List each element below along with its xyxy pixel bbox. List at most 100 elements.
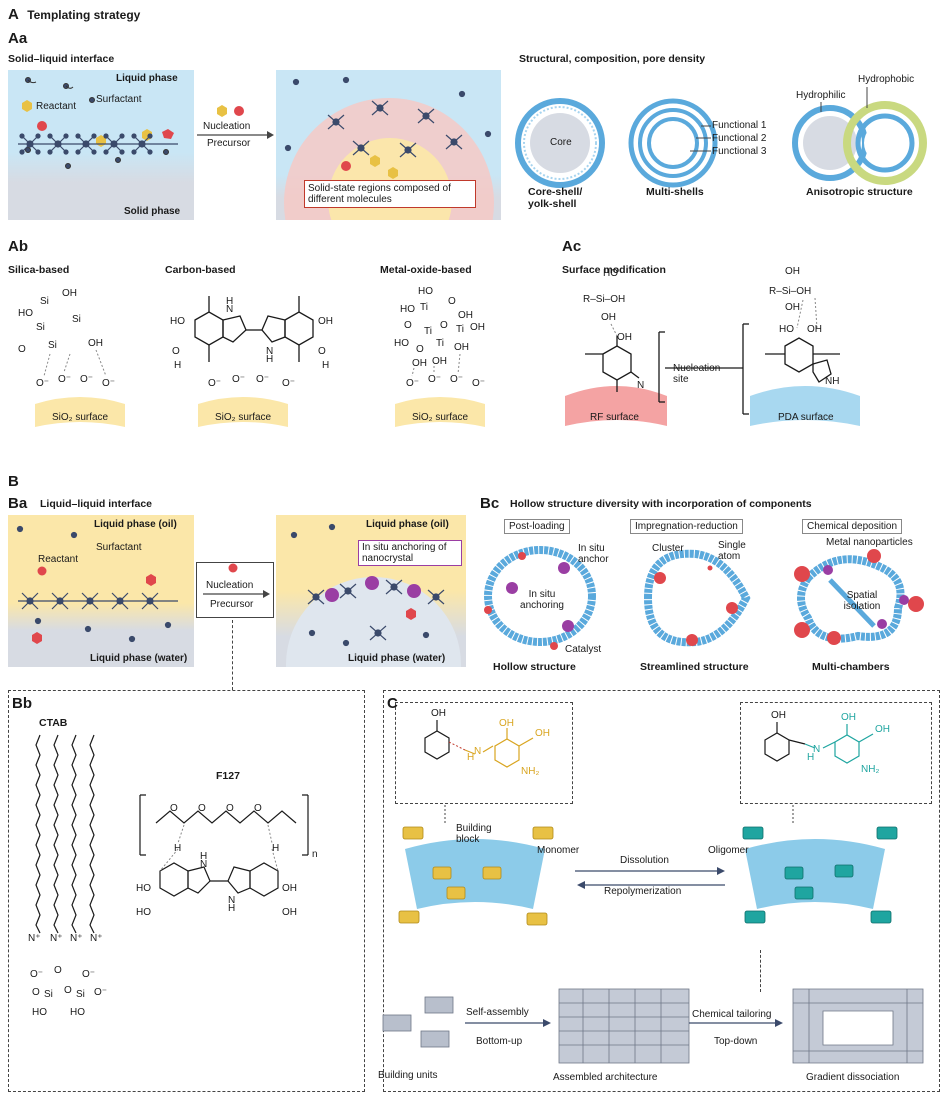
svg-text:O⁻: O⁻: [58, 374, 71, 385]
oligomer-label: Oligomer: [708, 845, 749, 856]
svg-text:Si: Si: [44, 989, 53, 1000]
assembled-label: Assembled architecture: [553, 1072, 658, 1083]
ba-oil-label-right: Liquid phase (oil): [366, 519, 449, 530]
svg-text:HO: HO: [394, 338, 409, 349]
single-atom-label: Single atom: [718, 540, 746, 562]
c-assembly-scene: [382, 988, 924, 1064]
svg-text:O: O: [416, 344, 424, 355]
svg-text:N⁺: N⁺: [90, 933, 103, 944]
ba-left-molecules: [16, 525, 178, 644]
svg-text:N⁺: N⁺: [70, 933, 83, 944]
svg-text:O⁻: O⁻: [450, 374, 463, 385]
ba-water-label-right: Liquid phase (water): [348, 653, 446, 664]
hydrophobic-label: Hydrophobic: [858, 74, 915, 85]
svg-text:OH: OH: [807, 324, 822, 335]
svg-text:OH: OH: [470, 322, 485, 333]
metal-oxide-title: Metal-oxide-based: [380, 264, 472, 276]
svg-text:OH: OH: [432, 356, 447, 367]
svg-text:Ti: Ti: [420, 302, 428, 313]
svg-text:HO: HO: [603, 268, 618, 279]
svg-text:NH: NH: [825, 376, 839, 387]
svg-text:OH: OH: [454, 342, 469, 353]
svg-text:O: O: [440, 320, 448, 331]
svg-text:Ti: Ti: [436, 338, 444, 349]
aa-solid-state-note: Solid-state regions composed of differen…: [304, 180, 476, 208]
ba-nucleation-label: Nucleation: [206, 580, 254, 591]
svg-text:O: O: [64, 985, 72, 996]
rf-surface-label: RF surface: [590, 412, 639, 423]
svg-text:OH: OH: [412, 358, 427, 369]
ab-surface-label-3: SiO₂ surface: [412, 412, 469, 423]
ba-reactant-label: Reactant: [38, 554, 79, 565]
panel-ba-label: Ba: [8, 495, 28, 512]
svg-text:OH: OH: [875, 724, 890, 735]
aa-structure-title: Structural, composition, pore density: [519, 53, 706, 65]
aa-reactant-label: Reactant: [36, 101, 77, 112]
aa-nucleation-label: Nucleation: [203, 121, 251, 132]
svg-text:H: H: [228, 903, 235, 914]
functional-3-label: Functional 3: [712, 146, 767, 157]
anisotropic-caption: Anisotropic structure: [806, 186, 913, 198]
svg-text:N: N: [474, 746, 481, 757]
panel-b-label: B: [8, 473, 19, 490]
svg-text:O⁻: O⁻: [102, 378, 115, 389]
svg-text:HO: HO: [170, 316, 185, 327]
svg-text:HO: HO: [32, 1007, 47, 1018]
svg-text:OH: OH: [282, 907, 297, 918]
panel-bb-label: Bb: [12, 695, 32, 712]
svg-text:N⁺: N⁺: [28, 933, 41, 944]
ba-precursor-label: Precursor: [210, 599, 254, 610]
monomer-label: Monomer: [537, 845, 580, 856]
dissolution-label: Dissolution: [620, 855, 669, 866]
svg-text:OH: OH: [771, 710, 786, 721]
gradient-label: Gradient dissociation: [806, 1072, 900, 1083]
aa-liquid-phase-label: Liquid phase: [116, 73, 178, 84]
svg-text:OH: OH: [617, 332, 632, 343]
impregnation-tag: Impregnation-reduction: [630, 519, 743, 534]
aa-structures: [515, 87, 927, 188]
in-situ-anchoring-label: In situ anchoring: [520, 589, 564, 611]
svg-text:N: N: [266, 346, 273, 357]
svg-text:R–Si–OH: R–Si–OH: [769, 286, 811, 297]
svg-text:OH: OH: [458, 310, 473, 321]
svg-text:Ti: Ti: [424, 326, 432, 337]
svg-text:HO: HO: [18, 308, 33, 319]
aa-solid-phase-label: Solid phase: [124, 206, 181, 217]
hydrophilic-label: Hydrophilic: [796, 90, 846, 101]
spatial-isolation-label: Spatial isolation: [843, 590, 881, 612]
streamlined-caption: Streamlined structure: [640, 661, 749, 673]
svg-text:N: N: [813, 744, 820, 755]
bc-title: Hollow structure diversity with incorpor…: [510, 498, 812, 510]
ab-surface-label-2: SiO₂ surface: [215, 412, 272, 423]
pda-surface-label: PDA surface: [778, 412, 834, 423]
catalyst-label: Catalyst: [565, 644, 602, 655]
svg-text:n: n: [312, 849, 318, 860]
svg-text:N: N: [226, 304, 233, 315]
svg-text:HO: HO: [70, 1007, 85, 1018]
ba-anchoring-note: In situ anchoring of nanocrystal: [358, 540, 462, 566]
chemical-tailoring-label: Chemical tailoring: [692, 1009, 772, 1020]
svg-text:O: O: [172, 346, 180, 357]
nucleation-site-label: Nucleation site: [673, 363, 721, 385]
svg-text:O: O: [226, 803, 234, 814]
svg-text:O⁻: O⁻: [472, 378, 485, 389]
svg-text:OH: OH: [785, 266, 800, 277]
svg-text:H: H: [174, 843, 181, 854]
svg-text:H: H: [272, 843, 279, 854]
svg-text:H: H: [174, 360, 181, 371]
aa-middle-molecules: [284, 76, 492, 179]
panel-aa-label: Aa: [8, 30, 28, 47]
aa-surfactant-label: Surfactant: [96, 94, 142, 105]
svg-text:Si: Si: [40, 296, 49, 307]
svg-text:H: H: [226, 296, 233, 307]
ba-oil-label-left: Liquid phase (oil): [94, 519, 177, 530]
aa-left-molecules: [18, 77, 178, 169]
f127-label: F127: [216, 770, 240, 782]
building-block-label: Building block: [456, 823, 492, 845]
cluster-label: Cluster: [652, 543, 684, 554]
svg-text:NH₂: NH₂: [861, 764, 879, 775]
svg-text:O⁻: O⁻: [406, 378, 419, 389]
